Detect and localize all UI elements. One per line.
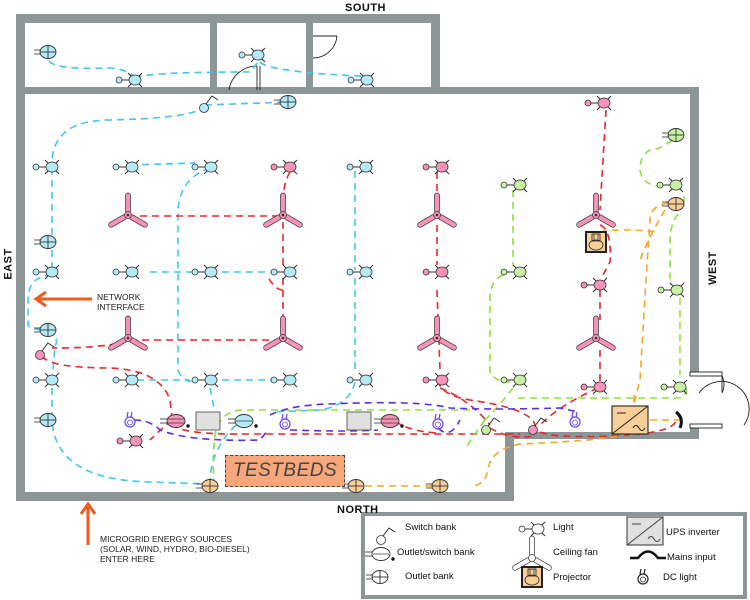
door-south-1 bbox=[228, 65, 261, 91]
ceiling-fan-icon bbox=[575, 192, 617, 229]
light-icon bbox=[584, 95, 612, 111]
light-icon bbox=[580, 277, 608, 293]
light-icon bbox=[347, 72, 375, 88]
light-icon bbox=[346, 264, 374, 280]
light-icon bbox=[32, 372, 60, 388]
light-icon bbox=[657, 282, 685, 298]
light-icon bbox=[238, 47, 266, 63]
light-icon bbox=[270, 372, 298, 388]
network-interface-line-1: NETWORK bbox=[97, 292, 141, 302]
outlet-bank-icon bbox=[195, 479, 219, 493]
outlet-bank-icon bbox=[661, 128, 685, 142]
outlet-bank-icon bbox=[33, 45, 57, 59]
light-icon bbox=[500, 177, 528, 193]
outlet-bank-icon bbox=[33, 235, 57, 249]
light-icon bbox=[656, 177, 684, 193]
dc-light-icon bbox=[569, 411, 581, 428]
dc-light-icon bbox=[124, 411, 136, 428]
microgrid-line-1: MICROGRID ENERGY SOURCES bbox=[100, 534, 233, 544]
microgrid-line-2: (SOLAR, WIND, HYDRO, BIO-DIESEL) bbox=[100, 544, 250, 554]
light-icon bbox=[422, 372, 450, 388]
ups-inverter-icon bbox=[611, 405, 649, 435]
light-icon bbox=[32, 159, 60, 175]
ceiling-fan-icon bbox=[416, 192, 458, 229]
ceiling-fan-icon bbox=[107, 192, 149, 229]
dc-light-icon bbox=[432, 413, 444, 430]
wall-inner-lines bbox=[30, 26, 205, 84]
testbed-device-icon bbox=[195, 411, 221, 431]
legend-label-dc-light: DC light bbox=[663, 572, 697, 583]
ceiling-fan-icon bbox=[416, 315, 458, 352]
network-interface-line-2: INTERFACE bbox=[97, 302, 145, 312]
light-icon bbox=[500, 372, 528, 388]
microgrid-arrow bbox=[79, 501, 97, 545]
legend-label-outlet-bank: Outlet bank bbox=[405, 571, 454, 582]
light-icon bbox=[270, 159, 298, 175]
network-interface-label: NETWORK INTERFACE bbox=[97, 291, 145, 313]
legend-projector-icon bbox=[521, 566, 543, 588]
legend-label-ceiling-fan: Ceiling fan bbox=[553, 547, 598, 558]
light-icon bbox=[115, 72, 143, 88]
microgrid-line-3: ENTER HERE bbox=[100, 554, 155, 564]
door-west bbox=[689, 371, 750, 429]
light-icon bbox=[270, 264, 298, 280]
outlet-bank-icon bbox=[341, 479, 365, 493]
light-icon bbox=[346, 159, 374, 175]
projector-icon bbox=[585, 231, 607, 253]
outlet-bank-icon bbox=[33, 413, 57, 427]
light-icon bbox=[112, 264, 140, 280]
light-icon bbox=[112, 372, 140, 388]
compass-north: NORTH bbox=[337, 504, 379, 516]
light-icon bbox=[32, 264, 60, 280]
light-icon bbox=[422, 264, 450, 280]
dc-light-icon bbox=[279, 413, 291, 430]
compass-west: WEST bbox=[706, 251, 719, 285]
ceiling-fan-icon bbox=[575, 315, 617, 352]
testbeds-area: TESTBEDS bbox=[225, 455, 345, 487]
legend-label-mains-input: Mains input bbox=[667, 552, 716, 563]
light-icon bbox=[580, 379, 608, 395]
light-icon bbox=[422, 159, 450, 175]
light-icon bbox=[116, 433, 144, 449]
switch-bank-icon bbox=[35, 342, 55, 360]
ceiling-fan-icon bbox=[107, 315, 149, 352]
circuit-purple bbox=[133, 401, 579, 442]
circuit-red bbox=[41, 109, 677, 441]
compass-east: EAST bbox=[2, 248, 15, 280]
mains-input-icon bbox=[675, 410, 683, 429]
light-icon bbox=[191, 159, 219, 175]
outlet-switch-bank-icon bbox=[159, 414, 191, 429]
legend-label-projector: Projector bbox=[553, 572, 592, 583]
microgrid-label: MICROGRID ENERGY SOURCES (SOLAR, WIND, H… bbox=[100, 533, 250, 565]
light-icon bbox=[191, 264, 219, 280]
outlet-switch-bank-icon bbox=[227, 414, 259, 429]
ceiling-fan-icon bbox=[262, 315, 304, 352]
legend-label-light: Light bbox=[553, 522, 574, 533]
legend-label-ups-inverter: UPS inverter bbox=[666, 527, 720, 538]
light-icon bbox=[191, 372, 219, 388]
legend-box bbox=[361, 512, 747, 599]
outlet-switch-bank-icon bbox=[373, 414, 405, 429]
legend-label-switch-bank: Switch bank bbox=[405, 522, 457, 533]
circuit-blue bbox=[27, 60, 368, 485]
light-icon bbox=[500, 264, 528, 280]
light-icon bbox=[346, 372, 374, 388]
network-interface-arrow bbox=[33, 290, 92, 308]
testbed-device-icon bbox=[346, 411, 372, 431]
door-south-2 bbox=[312, 35, 338, 59]
compass-south: SOUTH bbox=[345, 2, 386, 14]
legend-mains-input-icon bbox=[630, 550, 666, 560]
light-icon bbox=[112, 159, 140, 175]
legend-ups-inverter-icon bbox=[626, 516, 664, 546]
legend-label-outlet-switch-bank: Outlet/switch bank bbox=[397, 547, 475, 558]
light-icon bbox=[660, 379, 688, 395]
